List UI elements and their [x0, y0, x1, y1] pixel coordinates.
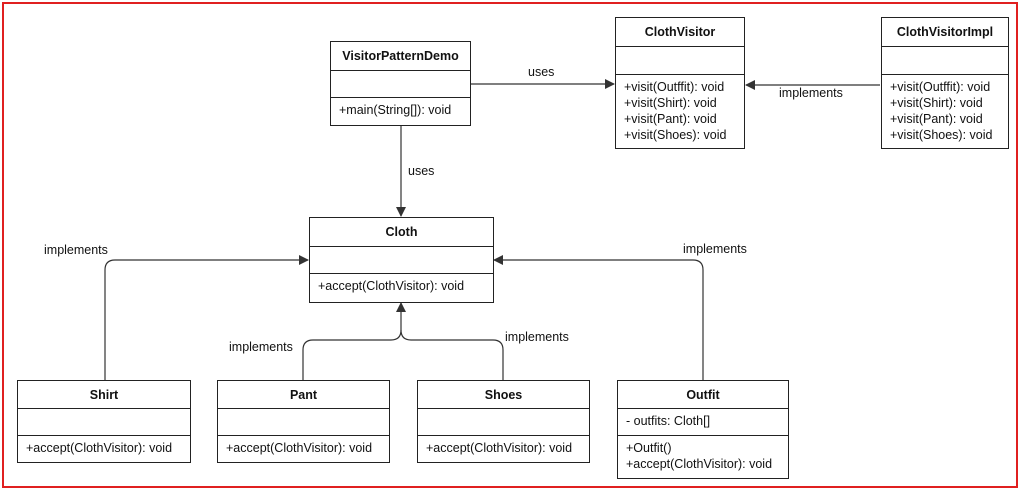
- class-visitor-pattern-demo: VisitorPatternDemo +main(String[]): void: [330, 41, 471, 126]
- operation: +accept(ClothVisitor): void: [626, 457, 773, 471]
- operation: +main(String[]): void: [339, 103, 452, 117]
- class-name: ClothVisitor: [616, 18, 744, 47]
- class-outfit: Outfit - outfits: Cloth[] +Outfit() +acc…: [617, 380, 789, 479]
- class-attributes: [310, 247, 493, 274]
- class-operations: +visit(Outffit): void +visit(Shirt): voi…: [882, 75, 1008, 147]
- class-attributes: - outfits: Cloth[]: [618, 409, 788, 436]
- class-cloth-visitor: ClothVisitor +visit(Outffit): void +visi…: [615, 17, 745, 149]
- class-name: Pant: [218, 381, 389, 409]
- operation: +accept(ClothVisitor): void: [26, 441, 173, 455]
- attribute: - outfits: Cloth[]: [626, 414, 711, 428]
- edge-shoes-implements-cloth: [400, 329, 504, 380]
- operation: +accept(ClothVisitor): void: [226, 441, 373, 455]
- class-cloth: Cloth +accept(ClothVisitor): void: [309, 217, 494, 303]
- label-outfit-implements: implements: [683, 242, 747, 256]
- label-pant-implements: implements: [229, 340, 293, 354]
- label-demo-uses-cloth: uses: [408, 164, 435, 178]
- class-attributes: [18, 409, 190, 436]
- class-name: ClothVisitorImpl: [882, 18, 1008, 47]
- class-name: Cloth: [310, 218, 493, 247]
- class-operations: +accept(ClothVisitor): void: [18, 436, 190, 460]
- edge-shirt-implements-cloth: [104, 255, 309, 380]
- operation: +visit(Pant): void: [890, 112, 983, 126]
- class-operations: +Outfit() +accept(ClothVisitor): void: [618, 436, 788, 476]
- class-attributes: [218, 409, 389, 436]
- operation: +visit(Shirt): void: [890, 96, 983, 110]
- class-operations: +accept(ClothVisitor): void: [310, 274, 493, 298]
- class-shoes: Shoes +accept(ClothVisitor): void: [417, 380, 590, 463]
- label-demo-uses-visitor: uses: [528, 65, 555, 79]
- operation: +accept(ClothVisitor): void: [426, 441, 573, 455]
- class-cloth-visitor-impl: ClothVisitorImpl +visit(Outffit): void +…: [881, 17, 1009, 149]
- class-operations: +main(String[]): void: [331, 98, 470, 122]
- edge-pant-implements-cloth: [302, 302, 406, 380]
- operation: +visit(Pant): void: [624, 112, 717, 126]
- class-attributes: [616, 47, 744, 75]
- class-pant: Pant +accept(ClothVisitor): void: [217, 380, 390, 463]
- operation: +Outfit(): [626, 441, 672, 455]
- class-operations: +accept(ClothVisitor): void: [218, 436, 389, 460]
- operation: +visit(Shirt): void: [624, 96, 717, 110]
- class-name: Outfit: [618, 381, 788, 409]
- edge-outfit-implements-cloth: [493, 255, 704, 380]
- operation: +visit(Outffit): void: [890, 80, 991, 94]
- class-attributes: [882, 47, 1008, 75]
- class-name: Shoes: [418, 381, 589, 409]
- label-shirt-implements: implements: [44, 243, 108, 257]
- class-shirt: Shirt +accept(ClothVisitor): void: [17, 380, 191, 463]
- class-name: VisitorPatternDemo: [331, 42, 470, 71]
- label-impl-implements-visitor: implements: [779, 86, 843, 100]
- diagram-frame: [2, 2, 1018, 488]
- class-operations: +accept(ClothVisitor): void: [418, 436, 589, 460]
- class-name: Shirt: [18, 381, 190, 409]
- class-operations: +visit(Outffit): void +visit(Shirt): voi…: [616, 75, 744, 147]
- label-shoes-implements: implements: [505, 330, 569, 344]
- class-attributes: [418, 409, 589, 436]
- class-attributes: [331, 71, 470, 98]
- operation: +accept(ClothVisitor): void: [318, 279, 465, 293]
- operation: +visit(Shoes): void: [624, 128, 727, 142]
- operation: +visit(Outffit): void: [624, 80, 725, 94]
- operation: +visit(Shoes): void: [890, 128, 993, 142]
